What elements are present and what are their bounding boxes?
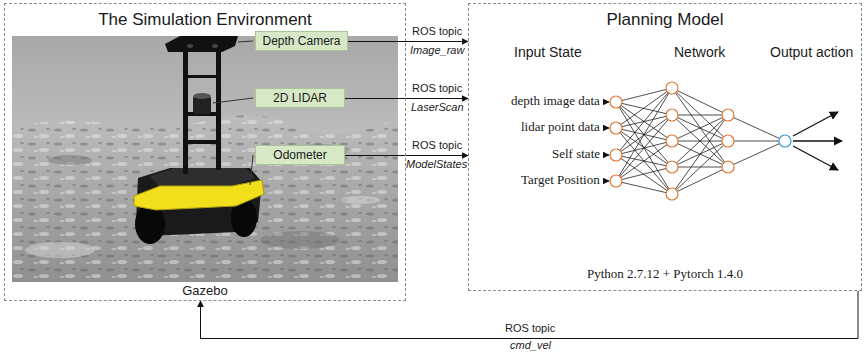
column-heading: Network [674, 44, 725, 60]
input-name: Target Position [521, 173, 600, 188]
neurons [610, 82, 734, 200]
input-arrows [603, 102, 609, 181]
network-links [616, 88, 785, 194]
topic-name: ModelStates [406, 158, 467, 171]
software-version: Python 2.7.12 + Pytorch 1.4.0 [587, 266, 743, 281]
text-holder: Gazebo [5, 281, 405, 299]
sensor-name: Depth Camera [262, 34, 340, 48]
connector-arrow [201, 291, 859, 339]
text-holder: The Simulation Environment [5, 10, 405, 30]
topic-name: cmd_vel [510, 339, 551, 352]
engine-name: Gazebo [182, 283, 228, 298]
connector-arrow [348, 41, 468, 42]
text-holder: Planning Model [469, 10, 861, 30]
panel-title: Planning Model [606, 10, 723, 29]
panel-title: The Simulation Environment [98, 10, 312, 29]
column-heading: Output action [770, 44, 853, 60]
leader-lines [213, 41, 253, 185]
connector-arrow [345, 98, 468, 99]
topic-name: LaserScan [411, 101, 464, 114]
sensor-name: Odometer [273, 148, 326, 162]
sensor-tag: Odometer [255, 145, 345, 165]
edge-label: ROS topic [505, 322, 555, 334]
column-heading: Input State [514, 44, 582, 60]
lunar-terrain [12, 36, 398, 282]
sensor-tag: 2D LIDAR [255, 88, 345, 108]
output-arrows [793, 112, 842, 170]
edge-label: ROS topic [412, 82, 462, 94]
input-name: Self state [552, 147, 600, 162]
robot [134, 36, 264, 244]
connector-arrow [345, 155, 468, 156]
simulation-panel: The Simulation EnvironmentGazebo Depth Ca… [4, 3, 406, 301]
neural-network [603, 82, 842, 200]
sensor-tag: Depth Camera [255, 31, 348, 51]
topic-name: Image_raw [410, 44, 464, 57]
edge-label: ROS topic [412, 139, 462, 151]
output-neuron [779, 135, 791, 147]
text-holder: Python 2.7.12 + Pytorch 1.4.0 [469, 264, 861, 282]
edge-label: ROS topic [412, 25, 462, 37]
sensor-name: 2D LIDAR [273, 91, 327, 105]
input-name: lidar point data [521, 120, 600, 135]
input-name: depth image data [511, 94, 600, 109]
